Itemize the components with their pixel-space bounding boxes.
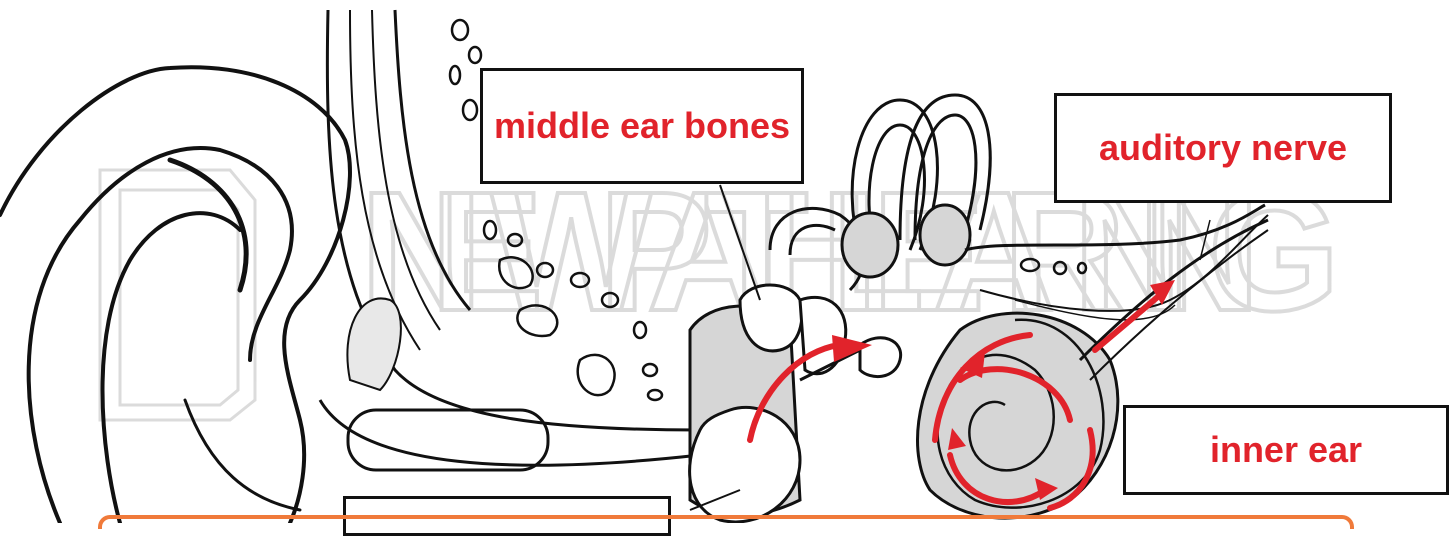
cochlea — [918, 313, 1118, 518]
auditory-nerve-label: auditory nerve — [1054, 93, 1392, 203]
auditory-nerve-text: auditory nerve — [1099, 129, 1347, 167]
inner-ear-text: inner ear — [1210, 431, 1362, 469]
middle-ear-bones-text: middle ear bones — [494, 107, 790, 145]
pinna — [0, 67, 350, 523]
footer-panel-edge — [98, 515, 1354, 529]
inner-ear-label: inner ear — [1123, 405, 1449, 495]
ear-anatomy-diagram: NEWPATH LEARNING — [0, 0, 1456, 523]
middle-ear-bones-label: middle ear bones — [480, 68, 804, 184]
